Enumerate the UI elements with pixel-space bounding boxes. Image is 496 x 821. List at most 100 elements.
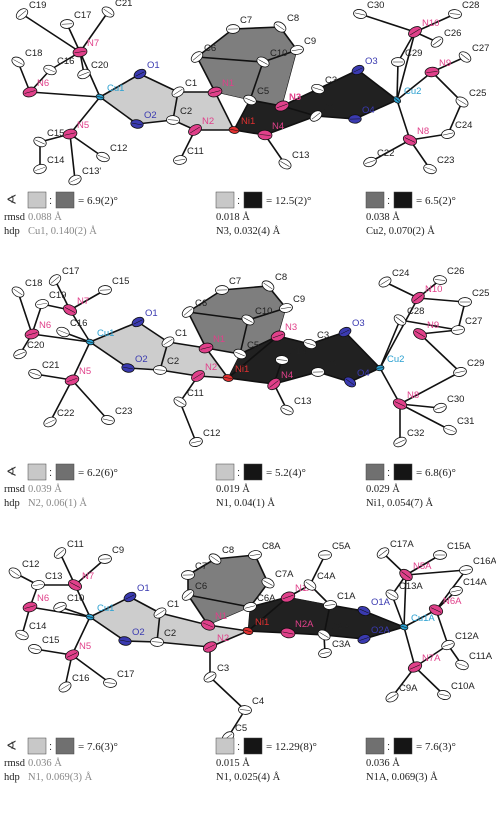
bond <box>71 379 109 421</box>
atom-label: C26 <box>447 266 464 277</box>
bond <box>179 401 197 443</box>
atom-label: Cu2 <box>387 354 404 365</box>
atom-label: C22 <box>377 148 394 159</box>
ellipsoid-axis <box>442 643 454 647</box>
atom-label: C1 <box>185 78 197 89</box>
ellipsoid-axis <box>10 569 20 577</box>
atom-label: Ni1 <box>235 364 249 375</box>
bond <box>363 610 405 628</box>
ellipsoid-axis <box>312 87 324 91</box>
atom-label: Cu2 <box>404 86 421 97</box>
ellipsoid-axis <box>354 12 366 16</box>
atom-label: C23 <box>115 406 132 417</box>
ellipsoid-axis <box>387 592 397 598</box>
plane-swatch-dark <box>243 737 263 755</box>
atom-label: C20 <box>91 60 108 71</box>
plane-swatch-mid <box>365 191 385 209</box>
hdp-value: N1, 0.04(1) Å <box>216 497 275 509</box>
bond <box>369 139 411 163</box>
ellipsoid-axis <box>275 23 285 31</box>
ellipsoid-axis <box>125 594 135 600</box>
ellipsoid-axis <box>311 112 321 120</box>
interplane-angle: = 7.6(3)° <box>78 741 118 753</box>
rmsd-row-label: rmsd <box>4 758 26 769</box>
ellipsoid-axis <box>280 307 292 309</box>
ellipsoid-axis <box>24 605 36 609</box>
separator: : <box>49 741 52 753</box>
ellipsoid-axis <box>244 629 252 633</box>
ellipsoid-axis <box>133 319 143 325</box>
atom-label: C15 <box>42 635 59 646</box>
atom-label: O4 <box>362 105 375 116</box>
atom-label: C25 <box>469 88 486 99</box>
bond <box>227 377 275 385</box>
atom-label: N9 <box>427 320 439 331</box>
bond <box>49 379 73 423</box>
bond <box>403 574 407 628</box>
atom-label: C16A <box>473 556 496 567</box>
atom-label: C23 <box>437 155 454 166</box>
atom-label: C10 <box>255 306 272 317</box>
ellipsoid-axis <box>58 329 68 335</box>
ellipsoid-axis <box>245 97 255 103</box>
ellipsoid-axis <box>60 684 70 690</box>
bond <box>156 641 211 648</box>
ellipsoid-axis <box>45 67 55 73</box>
ellipsoid-axis <box>26 332 38 336</box>
bond <box>399 319 459 331</box>
ellipsoid-axis <box>394 401 406 407</box>
rmsd-value: 0.029 Å <box>366 483 400 495</box>
ellipsoid-axis <box>378 549 388 557</box>
atom-label: Cu1 <box>97 603 114 614</box>
ellipsoid-axis <box>74 50 86 54</box>
ellipsoid-axis <box>376 367 384 369</box>
rmsd-value: 0.019 Å <box>216 483 250 495</box>
atom-label: O1 <box>147 60 160 71</box>
interplane-angle: = 6.9(2)° <box>78 195 118 207</box>
atom-label: C1A <box>337 591 356 602</box>
atom-label: C5 <box>247 340 259 351</box>
ellipsoid-axis <box>432 38 442 46</box>
atom-label: C17 <box>117 669 134 680</box>
atom-label: C13A <box>399 581 423 592</box>
ellipsoid-axis <box>401 571 411 579</box>
bond <box>435 609 449 646</box>
ellipsoid-axis <box>249 554 261 556</box>
bond <box>239 319 249 355</box>
atom-label: C13 <box>294 396 311 407</box>
atom-label: C12 <box>110 143 127 154</box>
atom-label: C32 <box>407 428 424 439</box>
atom-label: C11 <box>187 146 204 157</box>
atom-label: C3 <box>217 663 229 674</box>
atom-label: O2 <box>132 627 145 638</box>
atom-label: C27 <box>465 316 482 327</box>
ellipsoid-axis <box>457 99 467 105</box>
bond <box>187 311 249 321</box>
atom-label: C18 <box>25 278 42 289</box>
atom-label: C10 <box>270 48 287 59</box>
plane-swatch-light <box>215 737 235 755</box>
atom-label: N1 <box>215 611 227 622</box>
atom-label: C9A <box>399 683 418 694</box>
atom-label: C22 <box>57 408 74 419</box>
plane-swatch-dark <box>393 737 413 755</box>
plane-swatch-dark <box>243 463 263 481</box>
hdp-value: N3, 0.032(4) Å <box>216 225 281 237</box>
atom-label: C25 <box>472 288 489 299</box>
ellipsoid-axis <box>104 682 116 684</box>
atom-label: N6 <box>37 78 49 89</box>
ellipsoid-axis <box>224 376 232 380</box>
bond <box>74 558 106 586</box>
bond <box>349 367 381 383</box>
bond <box>71 654 111 684</box>
atom-label: O3 <box>352 318 365 329</box>
ellipsoid-axis <box>434 279 446 281</box>
atom-label: N7 <box>87 38 99 49</box>
ellipsoid-axis <box>364 160 376 164</box>
ellipsoid-axis <box>64 307 76 313</box>
atom-label: O1 <box>145 308 158 319</box>
hdp-row-label: hdp <box>4 226 20 237</box>
bond <box>447 101 463 135</box>
ellipsoid-axis <box>353 67 363 73</box>
